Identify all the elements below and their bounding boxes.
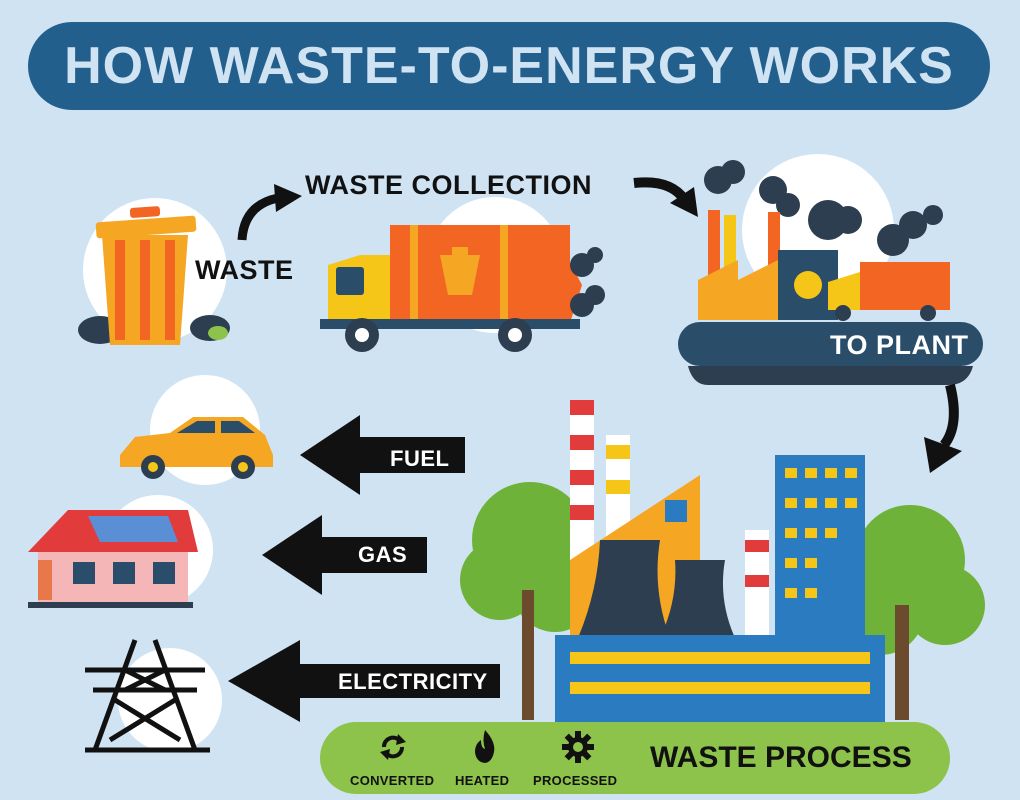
electricity-label: ELECTRICITY	[338, 669, 488, 694]
plant-delivery-illustration	[678, 154, 983, 385]
curved-arrow-icon	[924, 383, 962, 473]
curved-arrow-icon	[237, 184, 302, 241]
gas-label: GAS	[358, 542, 408, 567]
flame-icon	[475, 730, 495, 763]
trash-can-illustration	[78, 198, 230, 345]
gear-icon	[562, 731, 594, 763]
house-illustration	[28, 495, 213, 608]
power-pylon-illustration	[85, 639, 222, 753]
garbage-truck-illustration	[320, 197, 605, 352]
waste-process-label: WASTE PROCESS	[650, 741, 912, 774]
processed-label: PROCESSED	[533, 773, 618, 788]
converted-icon	[380, 734, 406, 760]
heated-label: HEATED	[455, 773, 510, 788]
fuel-arrow	[300, 415, 465, 495]
converted-label: CONVERTED	[350, 773, 435, 788]
title-banner: HOW WASTE-TO-ENERGY WORKS	[28, 22, 990, 110]
electricity-arrow	[228, 640, 500, 722]
waste-collection-label: WASTE COLLECTION	[305, 170, 592, 200]
to-plant-label: TO PLANT	[830, 330, 969, 360]
waste-label: WASTE	[195, 255, 294, 285]
fuel-label: FUEL	[390, 446, 450, 471]
car-illustration	[120, 375, 273, 485]
page-title: HOW WASTE-TO-ENERGY WORKS	[64, 37, 954, 95]
power-plant-illustration	[460, 400, 985, 725]
waste-process-bar	[320, 722, 950, 794]
gas-arrow	[262, 515, 427, 595]
curved-arrow-icon	[633, 177, 698, 217]
